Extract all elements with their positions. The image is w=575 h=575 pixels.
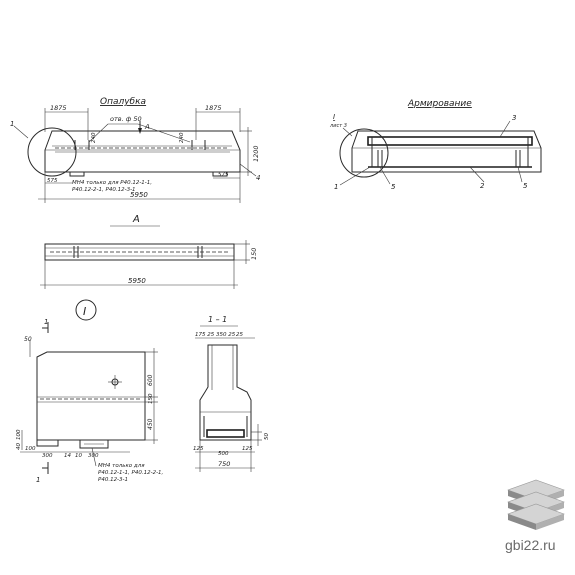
section-title: 1 – 1 <box>208 315 227 324</box>
section-1-1: 1 – 1 175 25 350 25 25 50 125 500 125 75… <box>193 315 270 472</box>
stacked-slabs-icon <box>507 479 565 530</box>
reinf-detail-mark: I <box>333 113 335 121</box>
dim-575-right: 575 <box>218 172 229 178</box>
detail-note-line1: МН4 только для <box>98 463 145 469</box>
reinf-callout-3: 3 <box>512 114 516 122</box>
dim-right-top: 1875 <box>205 104 222 112</box>
detail-dim-450: 450 <box>147 418 154 430</box>
section-dim-500: 500 <box>218 451 229 457</box>
view-a-dim-height: 150 <box>250 248 258 260</box>
formwork-note-line2: Р40.12-2-1, Р40.12-3-1 <box>72 187 136 193</box>
section-dim-25: 25 <box>236 332 243 338</box>
hole-note: отв. ф 50 <box>110 115 142 123</box>
detail-dim-300-a: 300 <box>42 453 53 459</box>
dim-overall: 5950 <box>130 191 148 199</box>
callout-4: 4 <box>256 174 260 182</box>
reinforcement-title: Армирование <box>407 99 472 109</box>
reinf-callout-5b: 5 <box>523 182 528 190</box>
detail-i-label: I <box>83 305 86 318</box>
section-dim-125: 125 <box>193 446 204 452</box>
section-dim-top: 175 25 350 25 <box>195 332 236 338</box>
detail-dim-150: 150 <box>148 393 154 404</box>
detail-section-mark-bottom: 1 <box>36 476 40 484</box>
view-arrow-a: А <box>144 123 150 131</box>
dim-575-left: 575 <box>47 178 58 184</box>
detail-dim-14: 14 <box>64 453 71 459</box>
detail-dim-600: 600 <box>147 374 154 386</box>
section-dim-50: 50 <box>264 433 270 440</box>
section-dim-125b: 125 <box>242 446 253 452</box>
formwork-note-line1: МН4 только для Р40.12-1-1, <box>72 180 152 186</box>
detail-note-line2: Р40.12-1-1, Р40.12-2-1, <box>98 470 164 476</box>
detail-dim-100: 100 <box>16 429 22 440</box>
reinforcement-view: Армирование I лист 3 3 1 5 2 5 <box>329 99 542 191</box>
detail-i: I 1 1 50 600 150 450 100 40 <box>16 299 164 484</box>
detail-dim-100-left: 100 <box>25 446 36 452</box>
dim-240-left: 240 <box>91 132 97 143</box>
formwork-view: Опалубка 1875 1875 отв. ф 50 А 240 <box>10 97 260 203</box>
reinf-callout-5a: 5 <box>391 183 396 191</box>
section-dim-750: 750 <box>218 460 230 468</box>
detail-dim-10: 10 <box>75 453 82 459</box>
reinf-detail-sheet: лист 3 <box>329 123 347 129</box>
detail-dim-50: 50 <box>24 336 32 343</box>
site-watermark[interactable]: gbi22.ru <box>505 537 556 553</box>
view-a: А 150 5950 <box>40 214 258 289</box>
detail-section-mark-top: 1 <box>44 318 48 326</box>
reinf-callout-2: 2 <box>480 182 485 190</box>
dim-left-top: 1875 <box>50 104 67 112</box>
dim-240-right: 240 <box>179 132 185 143</box>
dim-height: 1200 <box>252 145 260 162</box>
detail-dim-40: 40 <box>16 443 22 450</box>
reinf-callout-1: 1 <box>334 183 338 191</box>
view-a-title: А <box>132 214 140 225</box>
view-a-dim-length: 5950 <box>128 277 146 285</box>
formwork-title: Опалубка <box>100 97 146 107</box>
callout-1: 1 <box>10 120 14 128</box>
detail-note-line3: Р40.12-3-1 <box>98 477 128 483</box>
